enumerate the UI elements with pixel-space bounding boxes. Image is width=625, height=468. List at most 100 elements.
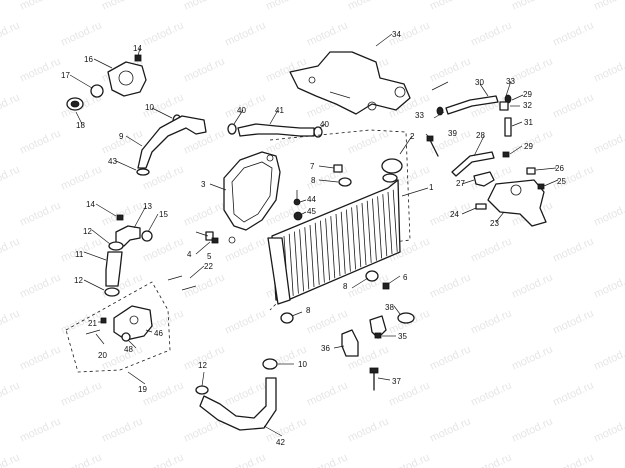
callout-6: 6: [403, 273, 408, 282]
shroud-mount: [228, 236, 236, 244]
watermark-text: motod.ru: [223, 307, 267, 336]
clamp-38-ring: [397, 312, 415, 324]
bolt-35: [374, 332, 382, 339]
grommet-8-side: [365, 270, 379, 282]
clamp-33: [436, 106, 444, 116]
watermark-text: motod.ru: [223, 235, 267, 264]
bolt-37-head: [369, 367, 379, 374]
callout-4: 4: [187, 250, 192, 259]
callout-12: 12: [74, 276, 83, 285]
callout-15: 15: [159, 210, 168, 219]
watermark-text: motod.ru: [223, 19, 267, 48]
collar-4: [205, 231, 214, 241]
bolt-20: [85, 329, 101, 335]
watermark-text: motod.ru: [141, 19, 185, 48]
watermark-text: motod.ru: [223, 379, 267, 408]
nut-7: [333, 164, 343, 173]
watermark-text: motod.ru: [223, 451, 267, 468]
callout-25: 25: [557, 177, 566, 186]
watermark-text: motod.ru: [100, 0, 144, 13]
callout-32: 32: [523, 101, 532, 110]
bolt-6-head: [382, 282, 390, 290]
callout-10: 10: [145, 103, 154, 112]
watermark-text: motod.ru: [592, 271, 625, 300]
bracket-36: [341, 329, 359, 357]
callout-33: 33: [415, 111, 424, 120]
hose-11: [105, 251, 123, 287]
fan-shroud: [223, 151, 281, 231]
watermark-text: motod.ru: [592, 127, 625, 156]
watermark-text: motod.ru: [428, 415, 472, 444]
watermark-text: motod.ru: [428, 343, 472, 372]
callout-8: 8: [343, 282, 348, 291]
bolt-22-upper: [167, 275, 183, 281]
radiator-side-tank: [267, 237, 291, 305]
hose-42: [199, 377, 277, 431]
callout-48: 48: [124, 345, 133, 354]
watermark-text: motod.ru: [18, 271, 62, 300]
watermark-text: motod.ru: [182, 0, 226, 13]
thermostat-cover: [107, 61, 147, 97]
hose-41: [237, 123, 315, 137]
callout-42: 42: [276, 438, 285, 447]
callout-35: 35: [398, 332, 407, 341]
callout-19: 19: [138, 385, 147, 394]
watermark-text: motod.ru: [551, 19, 595, 48]
callout-21: 21: [88, 319, 97, 328]
callout-30: 30: [475, 78, 484, 87]
washer-45: [293, 211, 303, 221]
watermark-text: motod.ru: [387, 451, 431, 468]
fitting-32: [499, 101, 509, 111]
callout-37: 37: [392, 377, 401, 386]
watermark-text: motod.ru: [0, 451, 22, 468]
reservoir-cap: [510, 184, 522, 196]
callout-29: 29: [523, 90, 532, 99]
watermark-text: motod.ru: [18, 55, 62, 84]
callout-39: 39: [448, 129, 457, 138]
watermark-text: motod.ru: [469, 307, 513, 336]
callout-20: 20: [98, 351, 107, 360]
watermark-text: motod.ru: [305, 307, 349, 336]
clamp-40-left: [227, 123, 237, 135]
watermark-text: motod.ru: [510, 0, 554, 13]
radiator-fin: [346, 209, 351, 272]
watermark-text: motod.ru: [551, 235, 595, 264]
callout-41: 41: [275, 106, 284, 115]
clamp-12-upper: [108, 241, 124, 251]
radiator-fin: [351, 207, 356, 270]
watermark-text: motod.ru: [100, 199, 144, 228]
watermark-text: motod.ru: [0, 235, 22, 264]
watermark-text: motod.ru: [592, 55, 625, 84]
bracket-plate: [289, 51, 411, 115]
callout-12: 12: [198, 361, 207, 370]
fan-shroud-rim: [231, 161, 273, 223]
clamp-10-bottom: [262, 358, 278, 370]
callout-45: 45: [307, 207, 316, 216]
watermark-text: motod.ru: [592, 343, 625, 372]
watermark-text: motod.ru: [182, 199, 226, 228]
bolt-39: [429, 139, 439, 157]
bracket-hole: [308, 76, 316, 84]
watermark-text: motod.ru: [305, 19, 349, 48]
watermark-text: motod.ru: [141, 379, 185, 408]
radiator-fin: [325, 218, 330, 281]
callout-43: 43: [108, 157, 117, 166]
callout-27: 27: [456, 179, 465, 188]
callout-8: 8: [306, 306, 311, 315]
clamp-12-lower: [104, 287, 120, 297]
radiator-fin: [366, 200, 372, 263]
callout-3: 3: [201, 180, 206, 189]
radiator-fin: [335, 213, 341, 277]
callout-14: 14: [86, 200, 95, 209]
callout-11: 11: [75, 250, 84, 259]
watermark-text: motod.ru: [0, 19, 22, 48]
radiator-fin: [372, 198, 377, 261]
watermark-text: motod.ru: [305, 379, 349, 408]
bracket-27: [473, 171, 495, 187]
clamp-29-mid: [502, 151, 510, 158]
watermark-text: motod.ru: [551, 91, 595, 120]
watermark-text: motod.ru: [18, 199, 62, 228]
watermark-text: motod.ru: [346, 127, 390, 156]
